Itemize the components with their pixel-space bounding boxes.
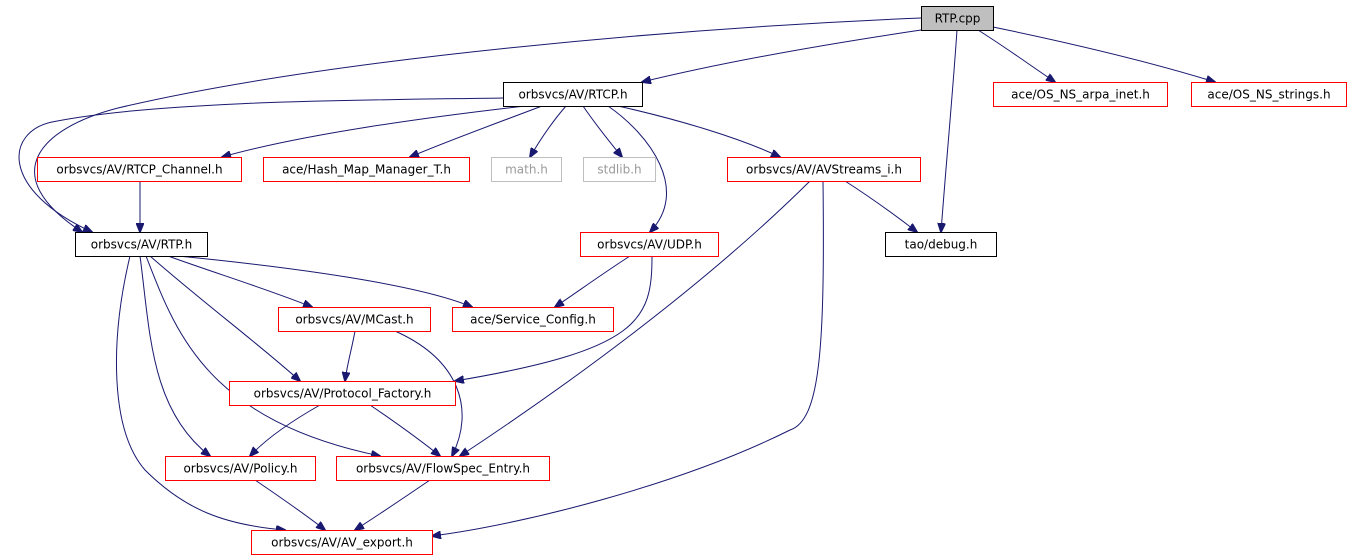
edge-rtcp-h-to-rtp-h [18,97,504,232]
edge-rtp-cpp-to-rtp-h [34,17,922,232]
node-box [37,157,242,182]
edge-rtcp-h-to-math-h [530,105,567,157]
node-mcast-h[interactable]: orbsvcs/AV/MCast.h [278,307,431,332]
edge-rtp-h-to-protocol-factory [149,255,300,381]
edge-protocol-factory-to-flowspec [369,404,440,456]
node-box [503,82,643,107]
node-math-h: math.h [491,157,562,182]
node-policy-h[interactable]: orbsvcs/AV/Policy.h [165,456,316,481]
edge-rtp-h-to-mcast-h [167,255,312,307]
edge-mcast-h-to-protocol-factory [345,330,356,381]
node-label: stdlib.h [597,163,641,177]
node-label: orbsvcs/AV/FlowSpec_Entry.h [356,462,530,476]
edge-rtp-cpp-to-ns-strings [992,26,1215,82]
node-stdlib-h: stdlib.h [583,157,656,182]
node-label: orbsvcs/AV/RTP.h [91,238,192,252]
node-rtcp-h[interactable]: orbsvcs/AV/RTCP.h [503,82,643,107]
node-service-config[interactable]: ace/Service_Config.h [452,307,614,332]
edges-layer [18,17,1215,536]
node-box [229,381,456,406]
node-avstreams[interactable]: orbsvcs/AV/AVStreams_i.h [727,157,921,182]
node-protocol-factory[interactable]: orbsvcs/AV/Protocol_Factory.h [229,381,456,406]
node-label: orbsvcs/AV/AVStreams_i.h [746,163,902,177]
node-arpa-inet[interactable]: ace/OS_NS_arpa_inet.h [993,82,1168,107]
edge-rtcp-h-to-stdlib-h [582,105,622,157]
edge-protocol-factory-to-policy-h [250,404,321,456]
node-box [75,232,208,257]
node-box [251,530,433,555]
node-label: orbsvcs/AV/AV_export.h [271,536,413,550]
edge-avstreams-to-flowspec [460,180,811,456]
node-hash-map[interactable]: ace/Hash_Map_Manager_T.h [263,157,470,182]
edge-rtp-cpp-to-rtcp-h [642,29,922,82]
node-label: orbsvcs/AV/MCast.h [295,313,413,327]
node-label: orbsvcs/AV/Policy.h [183,462,297,476]
node-label: tao/debug.h [905,238,978,252]
node-ns-strings[interactable]: ace/OS_NS_strings.h [1191,82,1347,107]
node-box [727,157,921,182]
edge-rtcp-h-to-hash-map [410,105,543,157]
node-label: ace/OS_NS_strings.h [1207,88,1330,102]
node-box [993,82,1168,107]
node-av-export[interactable]: orbsvcs/AV/AV_export.h [251,530,433,555]
node-rtcp-channel[interactable]: orbsvcs/AV/RTCP_Channel.h [37,157,242,182]
node-rtp-cpp[interactable]: RTP.cpp [921,6,994,31]
edge-rtcp-h-to-avstreams [617,105,780,157]
node-label: ace/OS_NS_arpa_inet.h [1011,88,1150,102]
node-box [278,307,431,332]
node-box [921,6,994,31]
node-box [452,307,614,332]
node-label: orbsvcs/AV/RTCP.h [518,88,627,102]
edge-rtp-cpp-to-tao-debug [941,29,958,232]
node-udp-h[interactable]: orbsvcs/AV/UDP.h [580,232,719,257]
node-label: RTP.cpp [935,12,981,26]
node-tao-debug[interactable]: tao/debug.h [885,232,997,257]
edge-rtp-h-to-service-config [177,255,472,307]
node-box [1191,82,1347,107]
node-label: ace/Hash_Map_Manager_T.h [282,163,451,177]
edge-avstreams-to-tao-debug [844,180,917,232]
edge-rtp-h-to-av-export [115,255,285,530]
node-label: ace/Service_Config.h [470,313,596,327]
node-flowspec[interactable]: orbsvcs/AV/FlowSpec_Entry.h [336,456,550,481]
node-box [165,456,316,481]
node-box [583,157,656,182]
edge-flowspec-to-av-export [355,479,431,530]
node-label: orbsvcs/AV/Protocol_Factory.h [254,387,432,401]
edge-mcast-h-to-flowspec [394,330,463,456]
edge-rtcp-h-to-rtcp-channel [222,105,526,157]
node-box [885,232,997,257]
node-box [580,232,719,257]
node-box [491,157,562,182]
node-box [263,157,470,182]
edge-rtcp-h-to-udp-h [607,105,668,232]
edge-policy-h-to-av-export [254,479,325,530]
edge-avstreams-to-av-export [432,180,824,536]
edge-udp-h-to-protocol-factory [455,255,653,381]
node-label: orbsvcs/AV/UDP.h [597,238,702,252]
nodes-layer: RTP.cpp orbsvcs/AV/RTCP.h ace/OS_NS_arpa_i… [37,6,1347,555]
node-label: orbsvcs/AV/RTCP_Channel.h [56,163,222,177]
node-rtp-h[interactable]: orbsvcs/AV/RTP.h [75,232,208,257]
node-box [336,456,550,481]
edge-udp-h-to-service-config [555,255,631,307]
node-label: math.h [505,163,548,177]
edge-rtp-h-to-flowspec [145,255,380,456]
edge-rtp-cpp-to-arpa-inet [977,29,1055,82]
edge-rtp-h-to-policy-h [139,255,210,456]
